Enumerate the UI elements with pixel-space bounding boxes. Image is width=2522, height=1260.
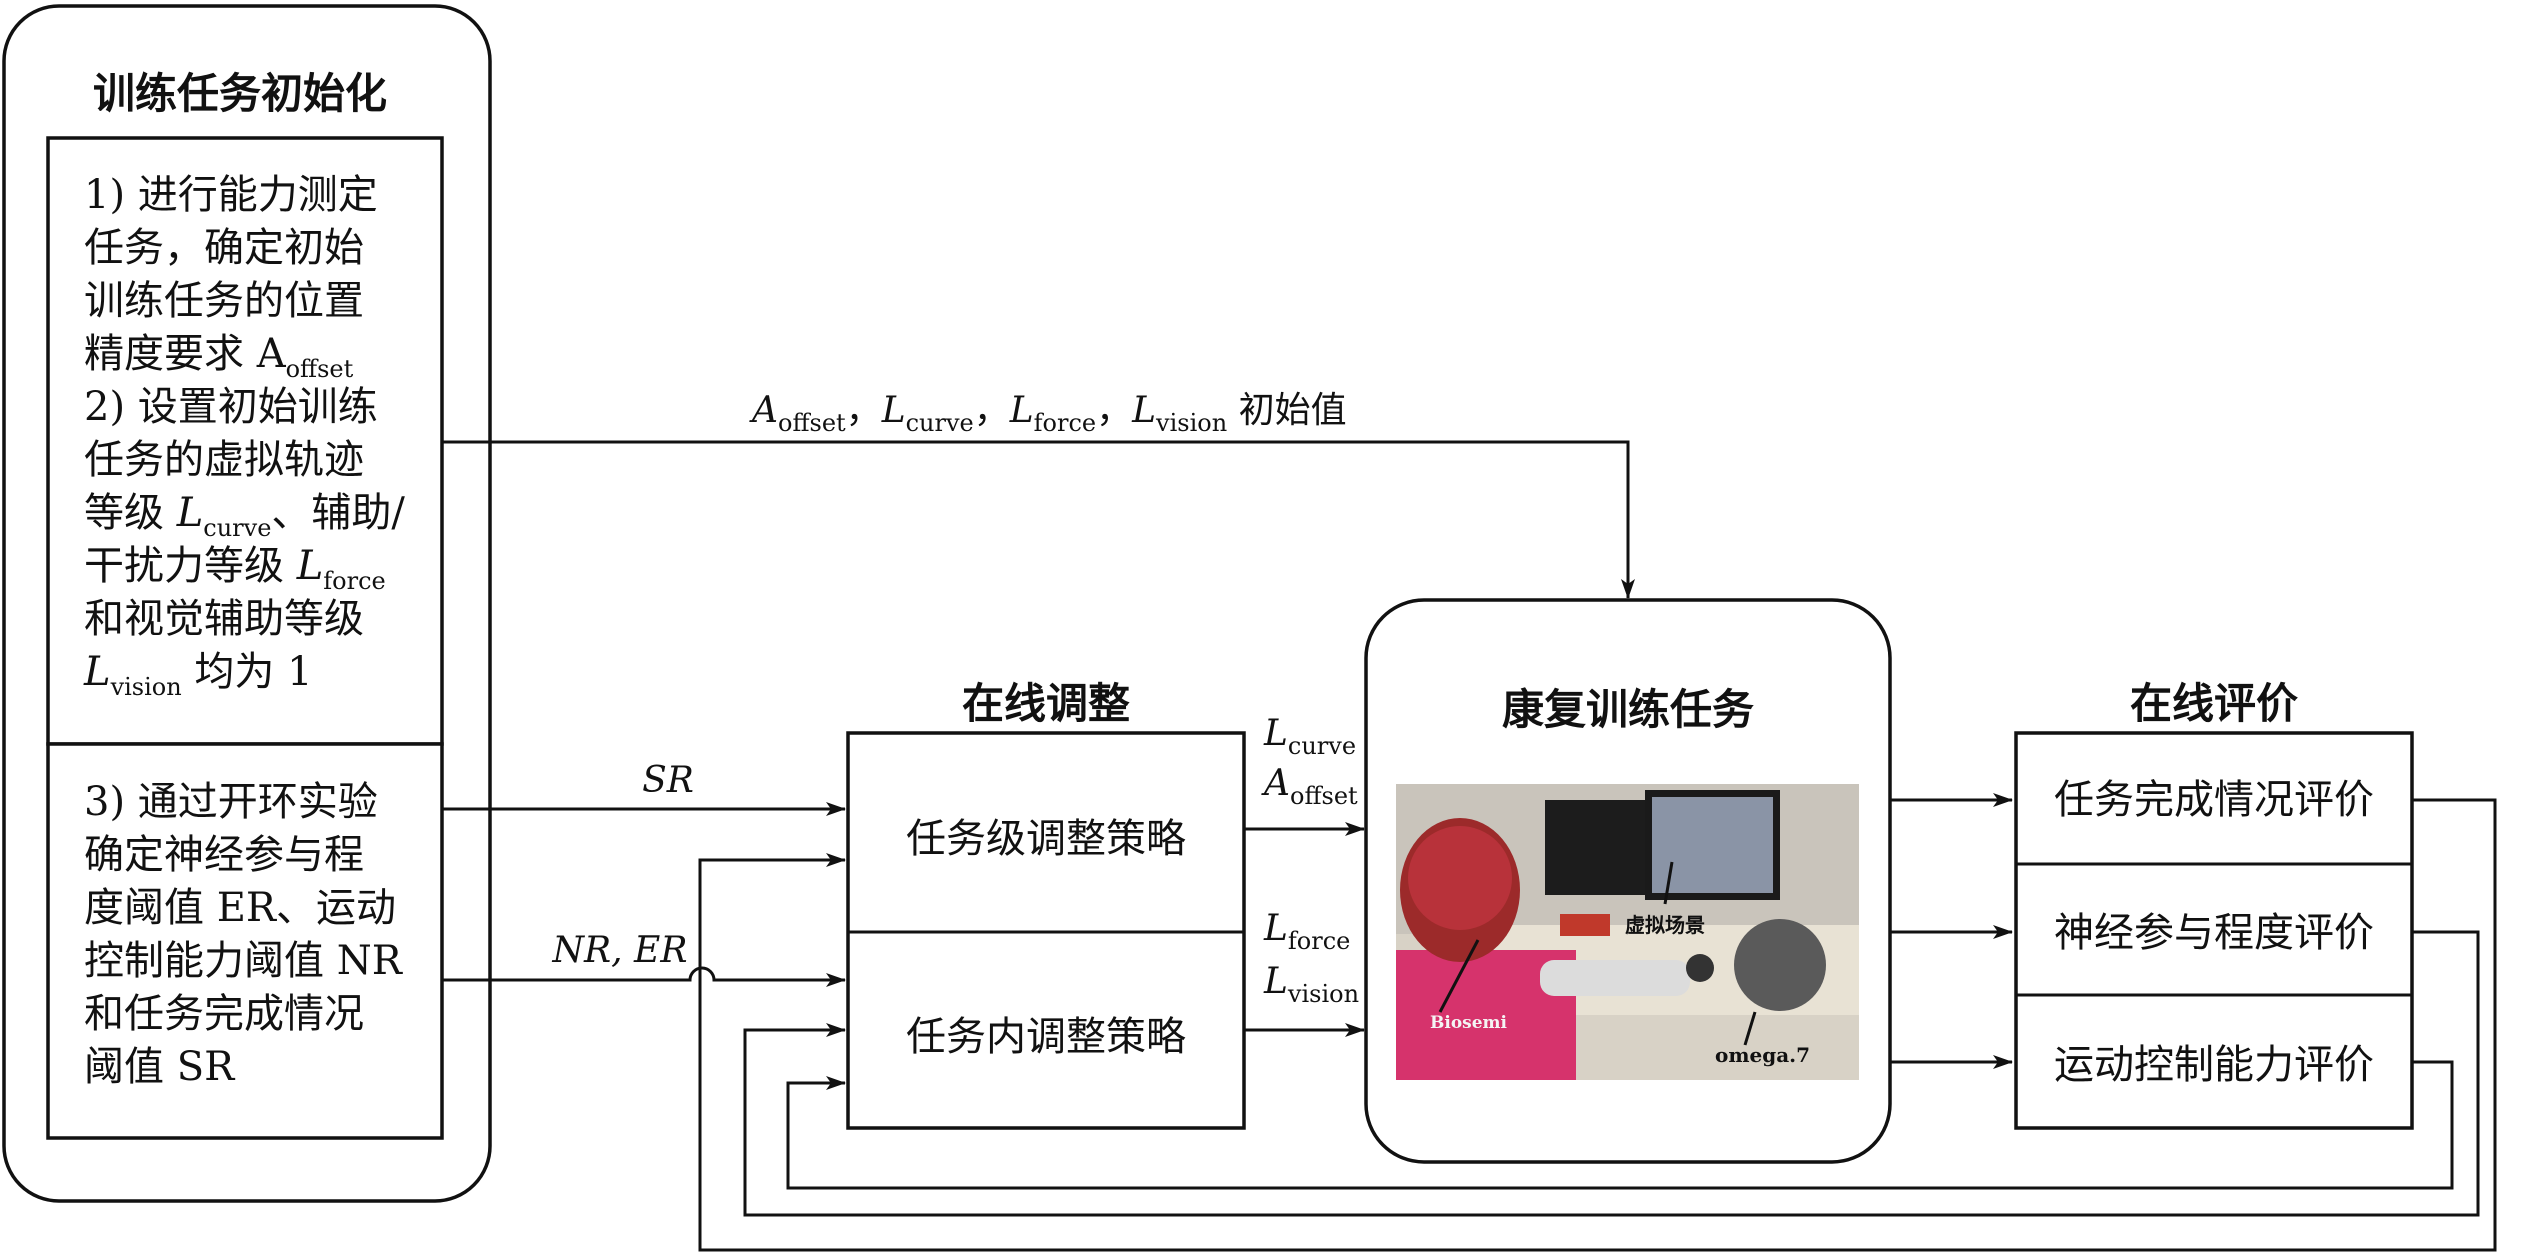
init-values-a-var: A	[749, 390, 778, 431]
feedback-neural-engagement-loop	[743, 930, 2480, 1217]
adj2-bottom-label: Lvision	[1263, 961, 1359, 1008]
photo-label-virtual-scene: 虚拟场景	[1625, 913, 1705, 937]
adjust-title: 在线调整	[962, 679, 1130, 728]
photo-arm	[1540, 960, 1690, 996]
feedback-task-completion-loop	[698, 798, 2497, 1252]
init-values-lf-sub: force	[1034, 409, 1096, 437]
init-step-3: 3) 通过开环实验 确定神经参与程 度阈值 ER、运动 控制能力阈值 NR 和任…	[84, 779, 404, 1090]
init-step-2-line-2: 任务的虚拟轨迹	[84, 437, 364, 483]
photo-monitor-right-screen	[1652, 797, 1773, 893]
rehab-title: 康复训练任务	[1502, 685, 1754, 734]
adj2-top-label: Lforce	[1263, 908, 1350, 955]
adj2-top-sub: force	[1288, 927, 1350, 955]
init-values-a-sep: ，	[846, 390, 882, 431]
rehab-photo: 虚拟场景 Biosemi omega.7	[1396, 784, 1859, 1080]
init-step-1-line-3: 训练任务的位置	[84, 278, 364, 324]
within-task-strategy: 任务内调整策略	[906, 1014, 1186, 1060]
photo-virtual-scene-pointer	[1663, 861, 1674, 905]
sr-label: SR	[642, 760, 694, 801]
init-step-2-line-4-sub: force	[323, 567, 385, 595]
init-step-3-line-3: 度阈值 ER、运动	[84, 885, 396, 931]
init-values-lv-sep: 初始值	[1227, 390, 1346, 431]
adj1-bottom-var: A	[1261, 763, 1290, 804]
init-step-3-line-1: 3) 通过开环实验	[84, 779, 378, 825]
photo-omega-handle	[1686, 954, 1714, 982]
evaluate-panel	[2014, 731, 2414, 1130]
init-step-2-line-3-prefix: 等级	[84, 490, 177, 536]
init-steps-1-2-box	[46, 136, 444, 746]
feedback-motor-control-loop	[786, 1060, 2454, 1190]
init-step-2-line-4-prefix: 干扰力等级	[84, 543, 297, 589]
init-step-2-line-3-suffix: 、辅助/	[271, 490, 405, 536]
init-step-2-line-6-sub: vision	[110, 673, 182, 701]
nr-er-arrow	[442, 966, 846, 987]
init-values-a-sub: offset	[778, 409, 846, 437]
adj1-top-var: L	[1263, 713, 1288, 754]
init-step-1-sub: offset	[286, 355, 354, 383]
photo-omega-device	[1734, 919, 1826, 1011]
init-values-label: Aoffset，Lcurve，Lforce，Lvision 初始值	[749, 390, 1347, 437]
photo-omega-pointer	[1743, 1011, 1757, 1046]
init-step-2-line-6-suffix: 均为 1	[182, 649, 313, 695]
eval-task-completion: 任务完成情况评价	[2054, 777, 2374, 823]
init-step-1-line-4: 精度要求 Aoffset	[84, 331, 354, 383]
photo-monitor-left	[1545, 800, 1645, 895]
init-step-2-line-3-var: L	[176, 490, 204, 536]
init-step-3-line-2: 确定神经参与程	[84, 832, 364, 878]
init-step-2-line-1: 2) 设置初始训练	[84, 384, 378, 430]
adj1-top-label: Lcurve	[1263, 713, 1356, 760]
adj2-bottom-var: L	[1263, 961, 1288, 1002]
photo-label-biosemi: Biosemi	[1430, 1013, 1508, 1033]
init-step-3-line-6: 阈值 SR	[84, 1044, 236, 1090]
nr-er-label: NR, ER	[552, 930, 688, 971]
init-values-lv-sub: vision	[1155, 409, 1227, 437]
init-values-lv-var: L	[1131, 390, 1156, 431]
init-step-2-line-6-var: L	[83, 649, 111, 695]
adj1-top-sub: curve	[1288, 732, 1356, 760]
init-values-lf-sep: ，	[1096, 390, 1132, 431]
init-step-3-line-5: 和任务完成情况	[84, 991, 364, 1037]
init-values-lf-var: L	[1009, 390, 1034, 431]
init-step-2-line-4: 干扰力等级 Lforce	[84, 543, 386, 595]
adj2-bottom-sub: vision	[1287, 980, 1359, 1008]
init-title: 训练任务初始化	[93, 69, 387, 118]
init-step-1-line-2: 任务，确定初始	[84, 225, 364, 271]
photo-label-omega: omega.7	[1715, 1043, 1810, 1067]
init-step-2-line-4-var: L	[296, 543, 324, 589]
eval-motor-control: 运动控制能力评价	[2054, 1042, 2374, 1088]
adj1-bottom-label: Aoffset	[1261, 763, 1358, 810]
init-step-2-line-5: 和视觉辅助等级	[84, 596, 364, 642]
init-step-3-box	[46, 742, 444, 1140]
init-step-2-line-6: Lvision 均为 1	[83, 649, 313, 701]
task-level-strategy: 任务级调整策略	[906, 816, 1186, 862]
init-step-2: 2) 设置初始训练 任务的虚拟轨迹 等级 Lcurve、辅助/ 干扰力等级 Lf…	[83, 384, 405, 701]
evaluate-title: 在线评价	[2130, 679, 2298, 728]
adj1-bottom-sub: offset	[1290, 782, 1358, 810]
adj2-top-var: L	[1263, 908, 1288, 949]
init-values-lc-sep: ，	[974, 390, 1010, 431]
init-step-2-line-3: 等级 Lcurve、辅助/	[84, 490, 405, 542]
photo-biosemi-pointer	[1438, 939, 1480, 1013]
eval-neural-engagement: 神经参与程度评价	[2054, 910, 2374, 956]
init-values-lc-sub: curve	[906, 409, 974, 437]
photo-cushion	[1560, 914, 1610, 936]
init-step-3-line-4: 控制能力阈值 NR	[84, 938, 404, 984]
photo-eeg-cap	[1408, 826, 1512, 930]
init-step-1-line-4-text: 精度要求 A	[84, 331, 287, 377]
init-values-arrow	[442, 440, 1635, 599]
init-step-1: 1) 进行能力测定 任务，确定初始 训练任务的位置 精度要求 Aoffset	[84, 172, 378, 383]
init-step-2-line-3-sub: curve	[203, 514, 271, 542]
init-step-1-line-1: 1) 进行能力测定	[84, 172, 378, 218]
init-values-lc-var: L	[881, 390, 906, 431]
